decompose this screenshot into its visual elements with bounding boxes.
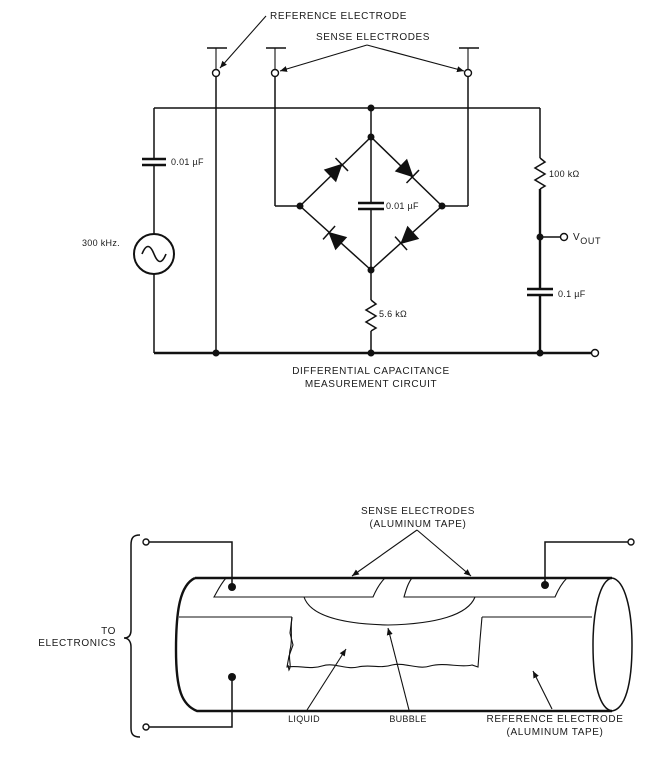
sense-electrode-left-symbol <box>266 47 286 206</box>
input-capacitor-label: 0.01 µF <box>171 157 204 167</box>
bridge-resistor <box>364 299 378 332</box>
ground-terminal <box>590 348 600 358</box>
input-capacitor <box>142 157 166 167</box>
sense-electrodes-label: SENSE ELECTRODES <box>316 32 430 43</box>
reference-electrode-symbol <box>207 47 227 353</box>
circuit-title-line1: DIFFERENTIAL CAPACITANCE <box>292 366 450 377</box>
to-electronics-label-line1: TO <box>101 626 116 637</box>
diode-upper-left <box>323 157 349 183</box>
output-resistor <box>533 157 547 190</box>
diode-lower-left <box>322 225 348 251</box>
tube-diagram: SENSE ELECTRODES (ALUMINUM TAPE) TO ELEC… <box>38 506 635 738</box>
sense-tape-left <box>213 577 386 598</box>
ac-source <box>133 233 175 275</box>
sense-electrodes-tape-label-line2: (ALUMINUM TAPE) <box>370 519 467 530</box>
reference-electrode-tape-label-line1: REFERENCE ELECTRODE <box>487 714 624 725</box>
tube-end <box>592 577 633 712</box>
sense-tape-right <box>403 577 568 598</box>
output-resistor-label: 100 kΩ <box>549 169 580 179</box>
diode-bridge <box>299 136 443 271</box>
bubble-label: BUBBLE <box>389 714 426 724</box>
output-capacitor <box>527 287 553 297</box>
output-capacitor-label: 0.1 µF <box>558 289 586 299</box>
sense-electrodes-tape-label-line1: SENSE ELECTRODES <box>361 506 475 517</box>
liquid-label: LIQUID <box>288 714 320 724</box>
reference-electrode-tape-label-line2: (ALUMINUM TAPE) <box>507 727 604 738</box>
vout-label: VOUT <box>573 232 601 246</box>
bridge-resistor-label: 5.6 kΩ <box>379 309 407 319</box>
bridge-capacitor-label: 0.01 µF <box>386 201 419 211</box>
reference-electrode-label: REFERENCE ELECTRODE <box>270 11 407 22</box>
to-electronics-label-line2: ELECTRONICS <box>38 638 116 649</box>
vout-terminal <box>559 232 569 242</box>
circuit-diagram: REFERENCE ELECTRODE SENSE ELECTRODES 0.0… <box>82 11 601 390</box>
bridge-capacitor <box>358 201 384 211</box>
circuit-title-line2: MEASUREMENT CIRCUIT <box>305 379 437 390</box>
diode-upper-right <box>394 158 420 184</box>
bubble <box>303 596 476 626</box>
to-electronics-brace <box>123 534 141 738</box>
source-frequency-label: 300 kHz. <box>82 238 120 248</box>
diode-lower-right <box>394 225 420 251</box>
sense-electrode-right-symbol <box>459 47 479 206</box>
liquid-region <box>286 616 483 669</box>
